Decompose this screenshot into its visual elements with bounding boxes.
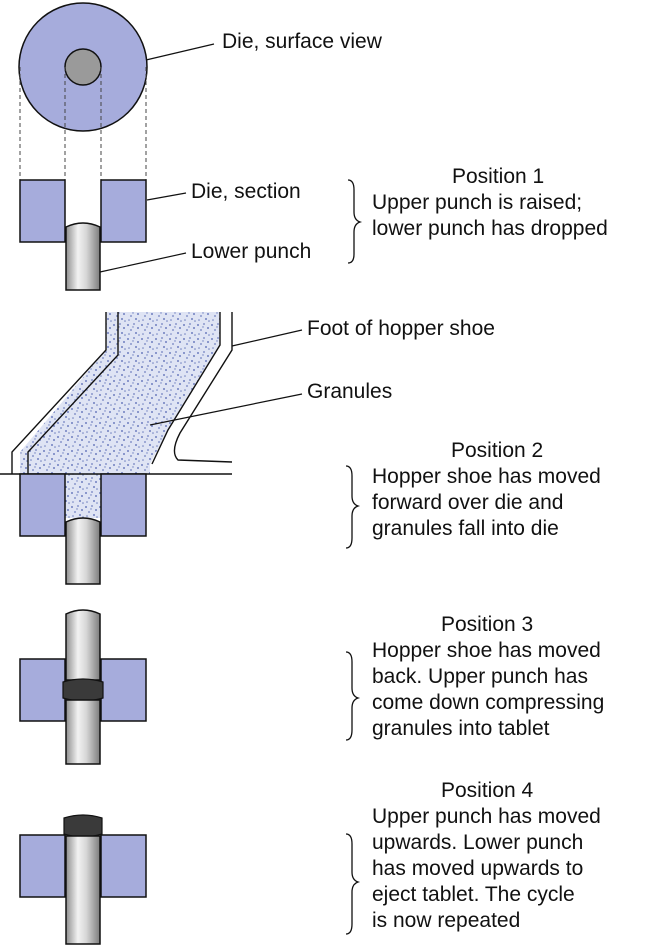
brace-1	[347, 179, 363, 264]
label-die-surface-view: Die, surface view	[222, 30, 382, 53]
position-2-drawing	[0, 312, 233, 585]
position-3-line: granules into tablet	[372, 717, 550, 740]
lower-punch-2	[65, 517, 101, 585]
tablet-4	[63, 814, 103, 838]
lower-punch-3	[65, 699, 101, 765]
lower-punch	[65, 222, 101, 291]
projection-lines	[19, 67, 147, 180]
die-section-right	[100, 179, 147, 243]
position-4-drawing	[19, 814, 147, 945]
position-3-title: Position 3	[441, 613, 534, 636]
position-1-line: lower punch has dropped	[372, 217, 608, 240]
die-section-right-3	[100, 658, 147, 722]
position-2-line: Hopper shoe has moved	[372, 465, 601, 488]
brace-4	[345, 833, 361, 935]
position-1-line: Upper punch is raised;	[372, 191, 583, 214]
die-hole	[64, 48, 102, 86]
position-2-title: Position 2	[451, 439, 544, 462]
label-lower-punch: Lower punch	[191, 240, 312, 263]
die-section-left-4	[19, 834, 66, 898]
position-1-text: Position 1 Upper punch is raised; lower …	[372, 164, 608, 242]
granules-fill	[20, 312, 220, 518]
die-section-right-2	[100, 473, 147, 537]
position-3-line: Hopper shoe has moved	[372, 639, 601, 662]
leader-die-surface	[145, 43, 215, 61]
brace-2	[345, 465, 361, 549]
hopper-right-outer	[173, 312, 233, 463]
position-3-drawing	[19, 609, 147, 765]
leader-lower-punch	[99, 252, 187, 273]
position-4-line: Upper punch has moved	[372, 805, 601, 828]
position-3-line: back. Upper punch has	[372, 665, 588, 688]
position-4-text: Position 4 Upper punch has moved upwards…	[372, 778, 601, 934]
position-4-line: has moved upwards to	[372, 857, 584, 880]
die-section-right-4	[100, 834, 147, 898]
position-1-drawing	[19, 179, 147, 291]
position-2-line: granules fall into die	[372, 517, 559, 540]
label-foot-of-hopper-shoe: Foot of hopper shoe	[307, 317, 495, 340]
leader-foot-hopper	[231, 329, 303, 347]
brace-3	[345, 651, 361, 741]
position-3-text: Position 3 Hopper shoe has moved back. U…	[372, 612, 604, 742]
position-2-line: forward over die and	[372, 491, 564, 514]
position-2-text: Position 2 Hopper shoe has moved forward…	[372, 438, 601, 542]
position-4-line: eject tablet. The cycle	[372, 883, 575, 906]
die-section-left	[19, 179, 66, 243]
hopper-right-inner	[151, 312, 221, 465]
hopper-left-outer	[11, 312, 107, 474]
position-3-line: come down compressing	[372, 691, 605, 714]
label-granules: Granules	[307, 380, 393, 403]
die-section-left-3	[19, 658, 66, 722]
lower-punch-4	[65, 835, 101, 945]
position-1-title: Position 1	[452, 165, 545, 188]
leader-die-section	[146, 192, 187, 201]
die-surface-view	[18, 2, 148, 132]
hopper-left-inner	[27, 312, 119, 474]
label-die-section: Die, section	[191, 180, 301, 203]
tablet-3	[62, 678, 104, 702]
position-4-line: upwards. Lower punch	[372, 831, 584, 854]
upper-punch-3	[65, 609, 101, 681]
die-section-left-2	[19, 473, 66, 537]
leader-granules	[149, 393, 303, 426]
position-4-title: Position 4	[441, 779, 534, 802]
position-4-line: is now repeated	[372, 909, 521, 932]
